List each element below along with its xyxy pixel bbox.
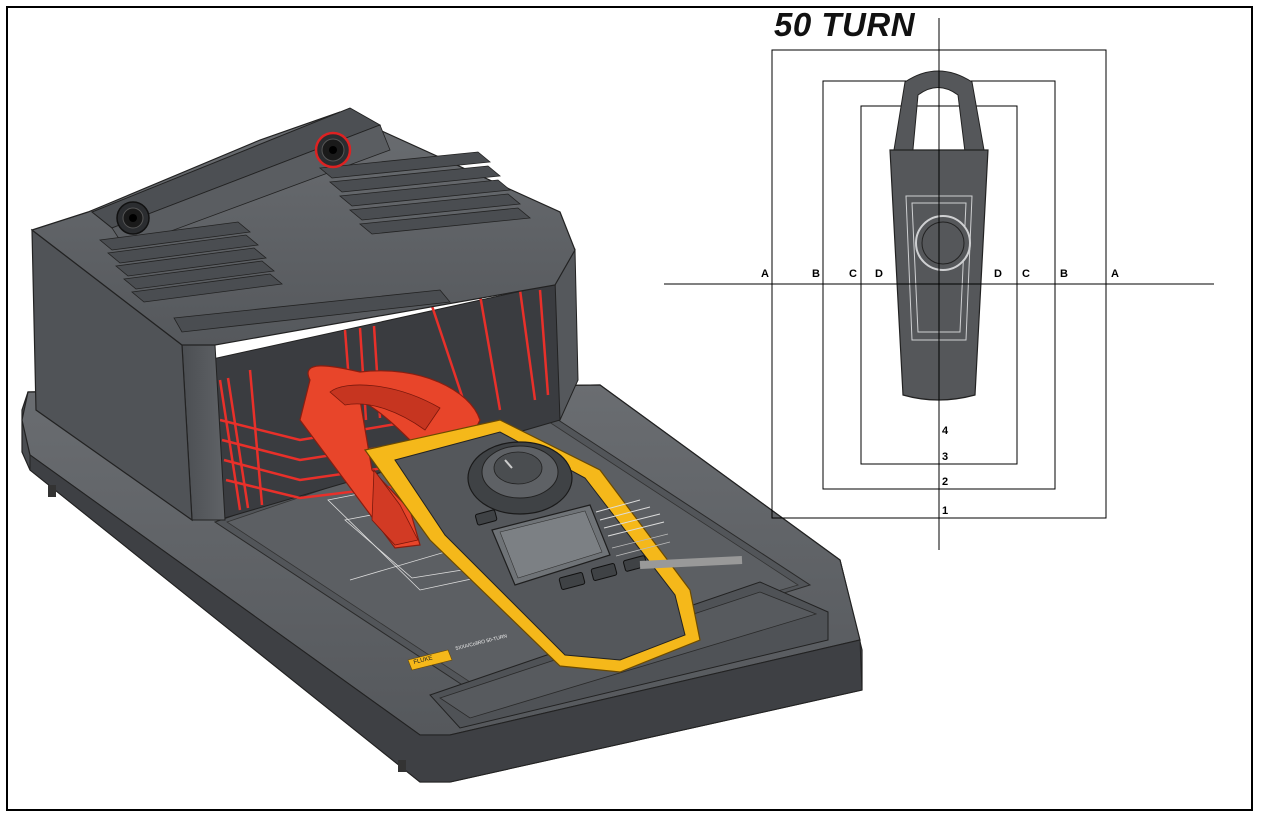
- diagram-title: 50 TURN: [774, 6, 916, 43]
- meter-face-printing: [595, 499, 743, 569]
- zone-label-left-B: B: [812, 268, 820, 280]
- vent-slots-left: [99, 221, 451, 333]
- vent-slots-right: [319, 151, 531, 235]
- terminal-black-icon: [116, 201, 150, 235]
- position-label-3: 3: [942, 451, 948, 463]
- zone-label-right-D: D: [994, 268, 1002, 280]
- zone-label-left-D: D: [875, 268, 883, 280]
- zone-label-right-B: B: [1060, 268, 1068, 280]
- zone-label-left-C: C: [849, 268, 857, 280]
- brand-text: FLUKE: [413, 655, 433, 666]
- position-label-1: 1: [942, 505, 948, 517]
- position-label-4: 4: [942, 425, 949, 437]
- rotary-dial-icon: [467, 441, 573, 515]
- position-label-2: 2: [942, 476, 948, 488]
- zone-label-left-A: A: [761, 268, 769, 280]
- terminal-red-icon: [314, 131, 352, 169]
- position-diagram: A B C D D C B A 4 3 2 1: [664, 18, 1214, 550]
- clamp-meter: [299, 365, 743, 673]
- zone-label-right-A: A: [1111, 268, 1119, 280]
- meter-buttons: [558, 555, 648, 590]
- zone-label-right-C: C: [1022, 268, 1030, 280]
